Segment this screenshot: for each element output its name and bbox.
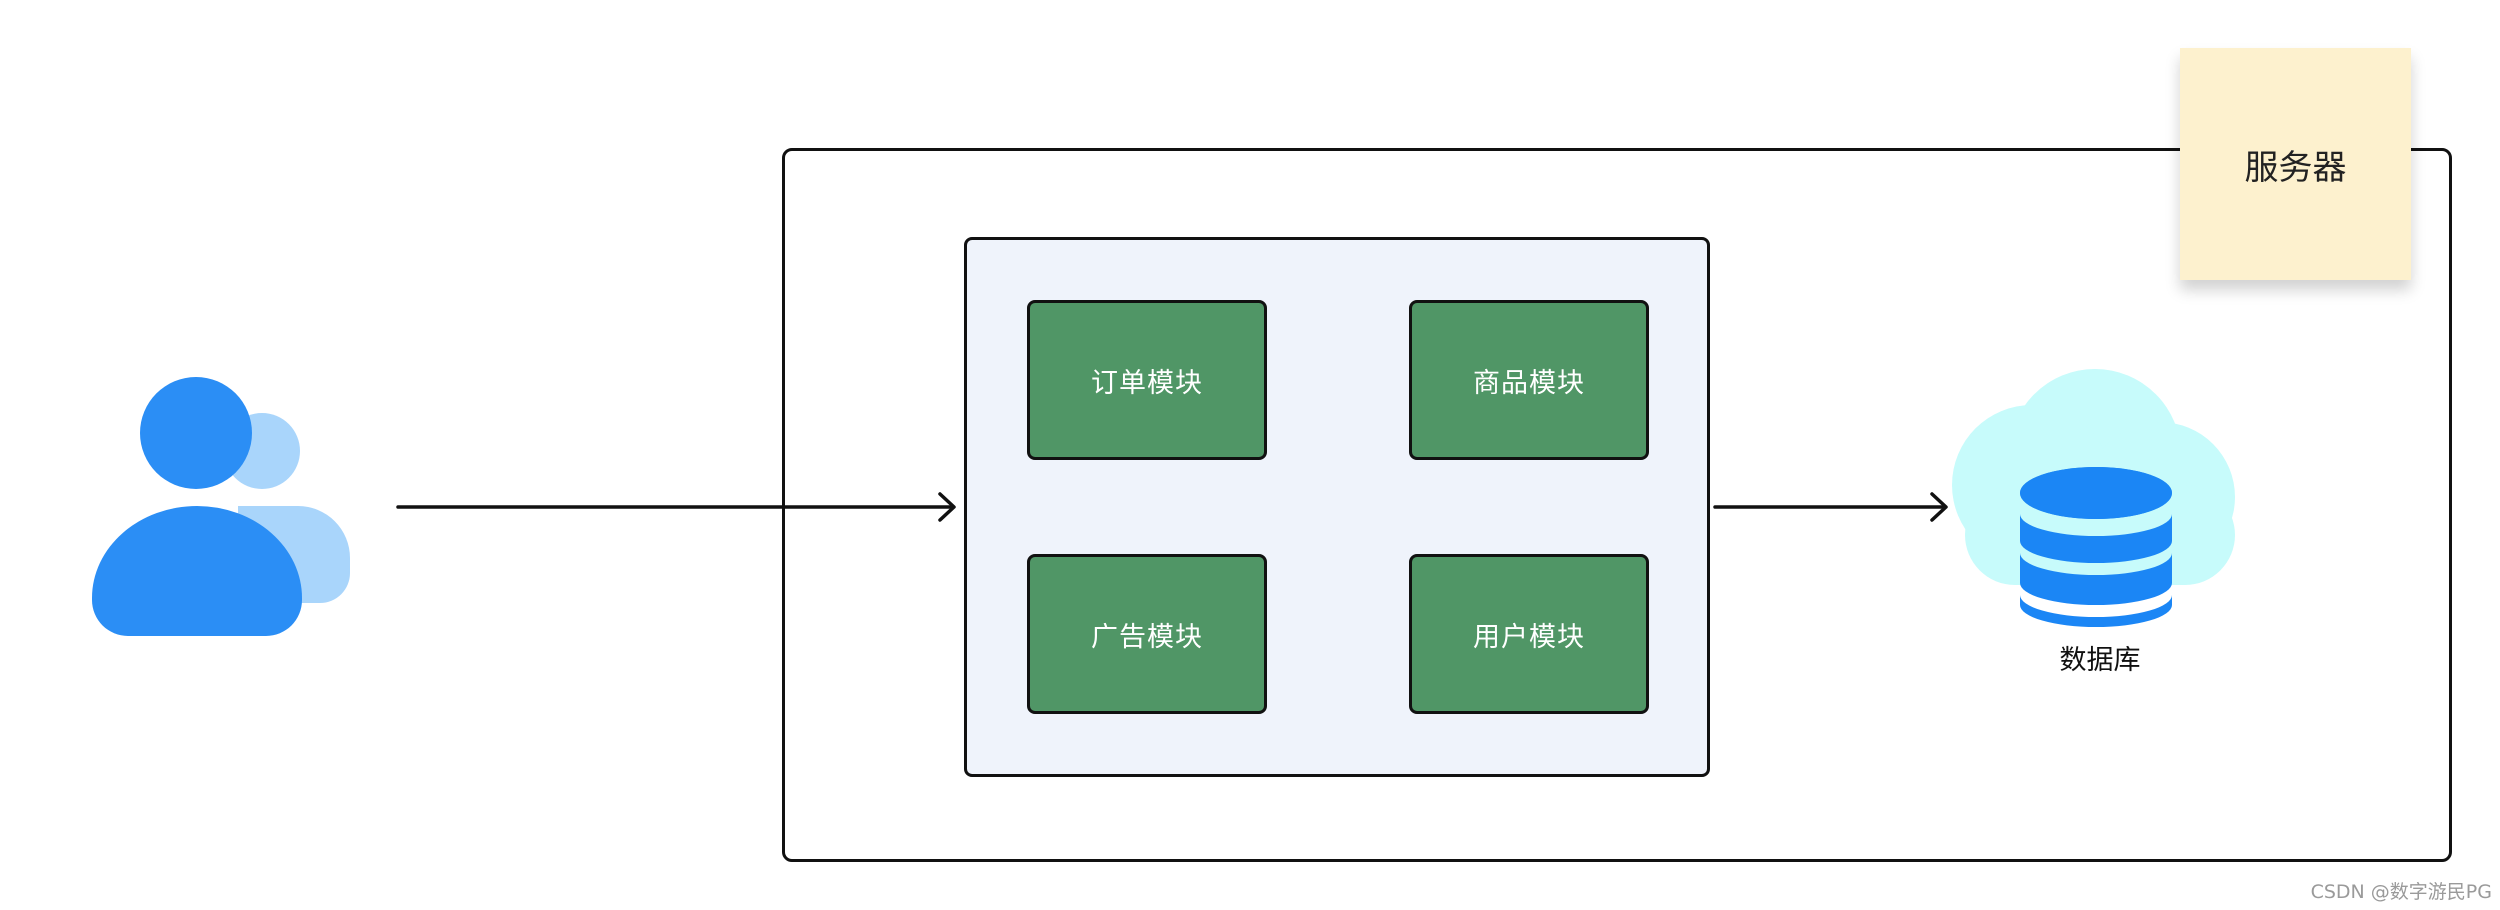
- server-label: 服务器: [2244, 147, 2347, 188]
- order-module-label: 订单模块: [1091, 367, 1203, 399]
- database-label: 数据库: [2059, 645, 2141, 676]
- server-frame: [782, 148, 2452, 862]
- user-module-label: 用户模块: [1473, 621, 1585, 653]
- user-module: 用户模块: [1409, 554, 1649, 714]
- product-module-label: 商品模块: [1473, 367, 1585, 399]
- product-module: 商品模块: [1409, 300, 1649, 460]
- arrow-app-to-db: [1713, 492, 1948, 522]
- order-module: 订单模块: [1027, 300, 1267, 460]
- server-sticky-note: 服务器: [2180, 48, 2411, 280]
- arrow-user-to-app: [396, 492, 956, 522]
- ad-module-label: 广告模块: [1091, 621, 1203, 653]
- watermark: CSDN @数字游民PG: [2310, 881, 2492, 903]
- ad-module: 广告模块: [1027, 554, 1267, 714]
